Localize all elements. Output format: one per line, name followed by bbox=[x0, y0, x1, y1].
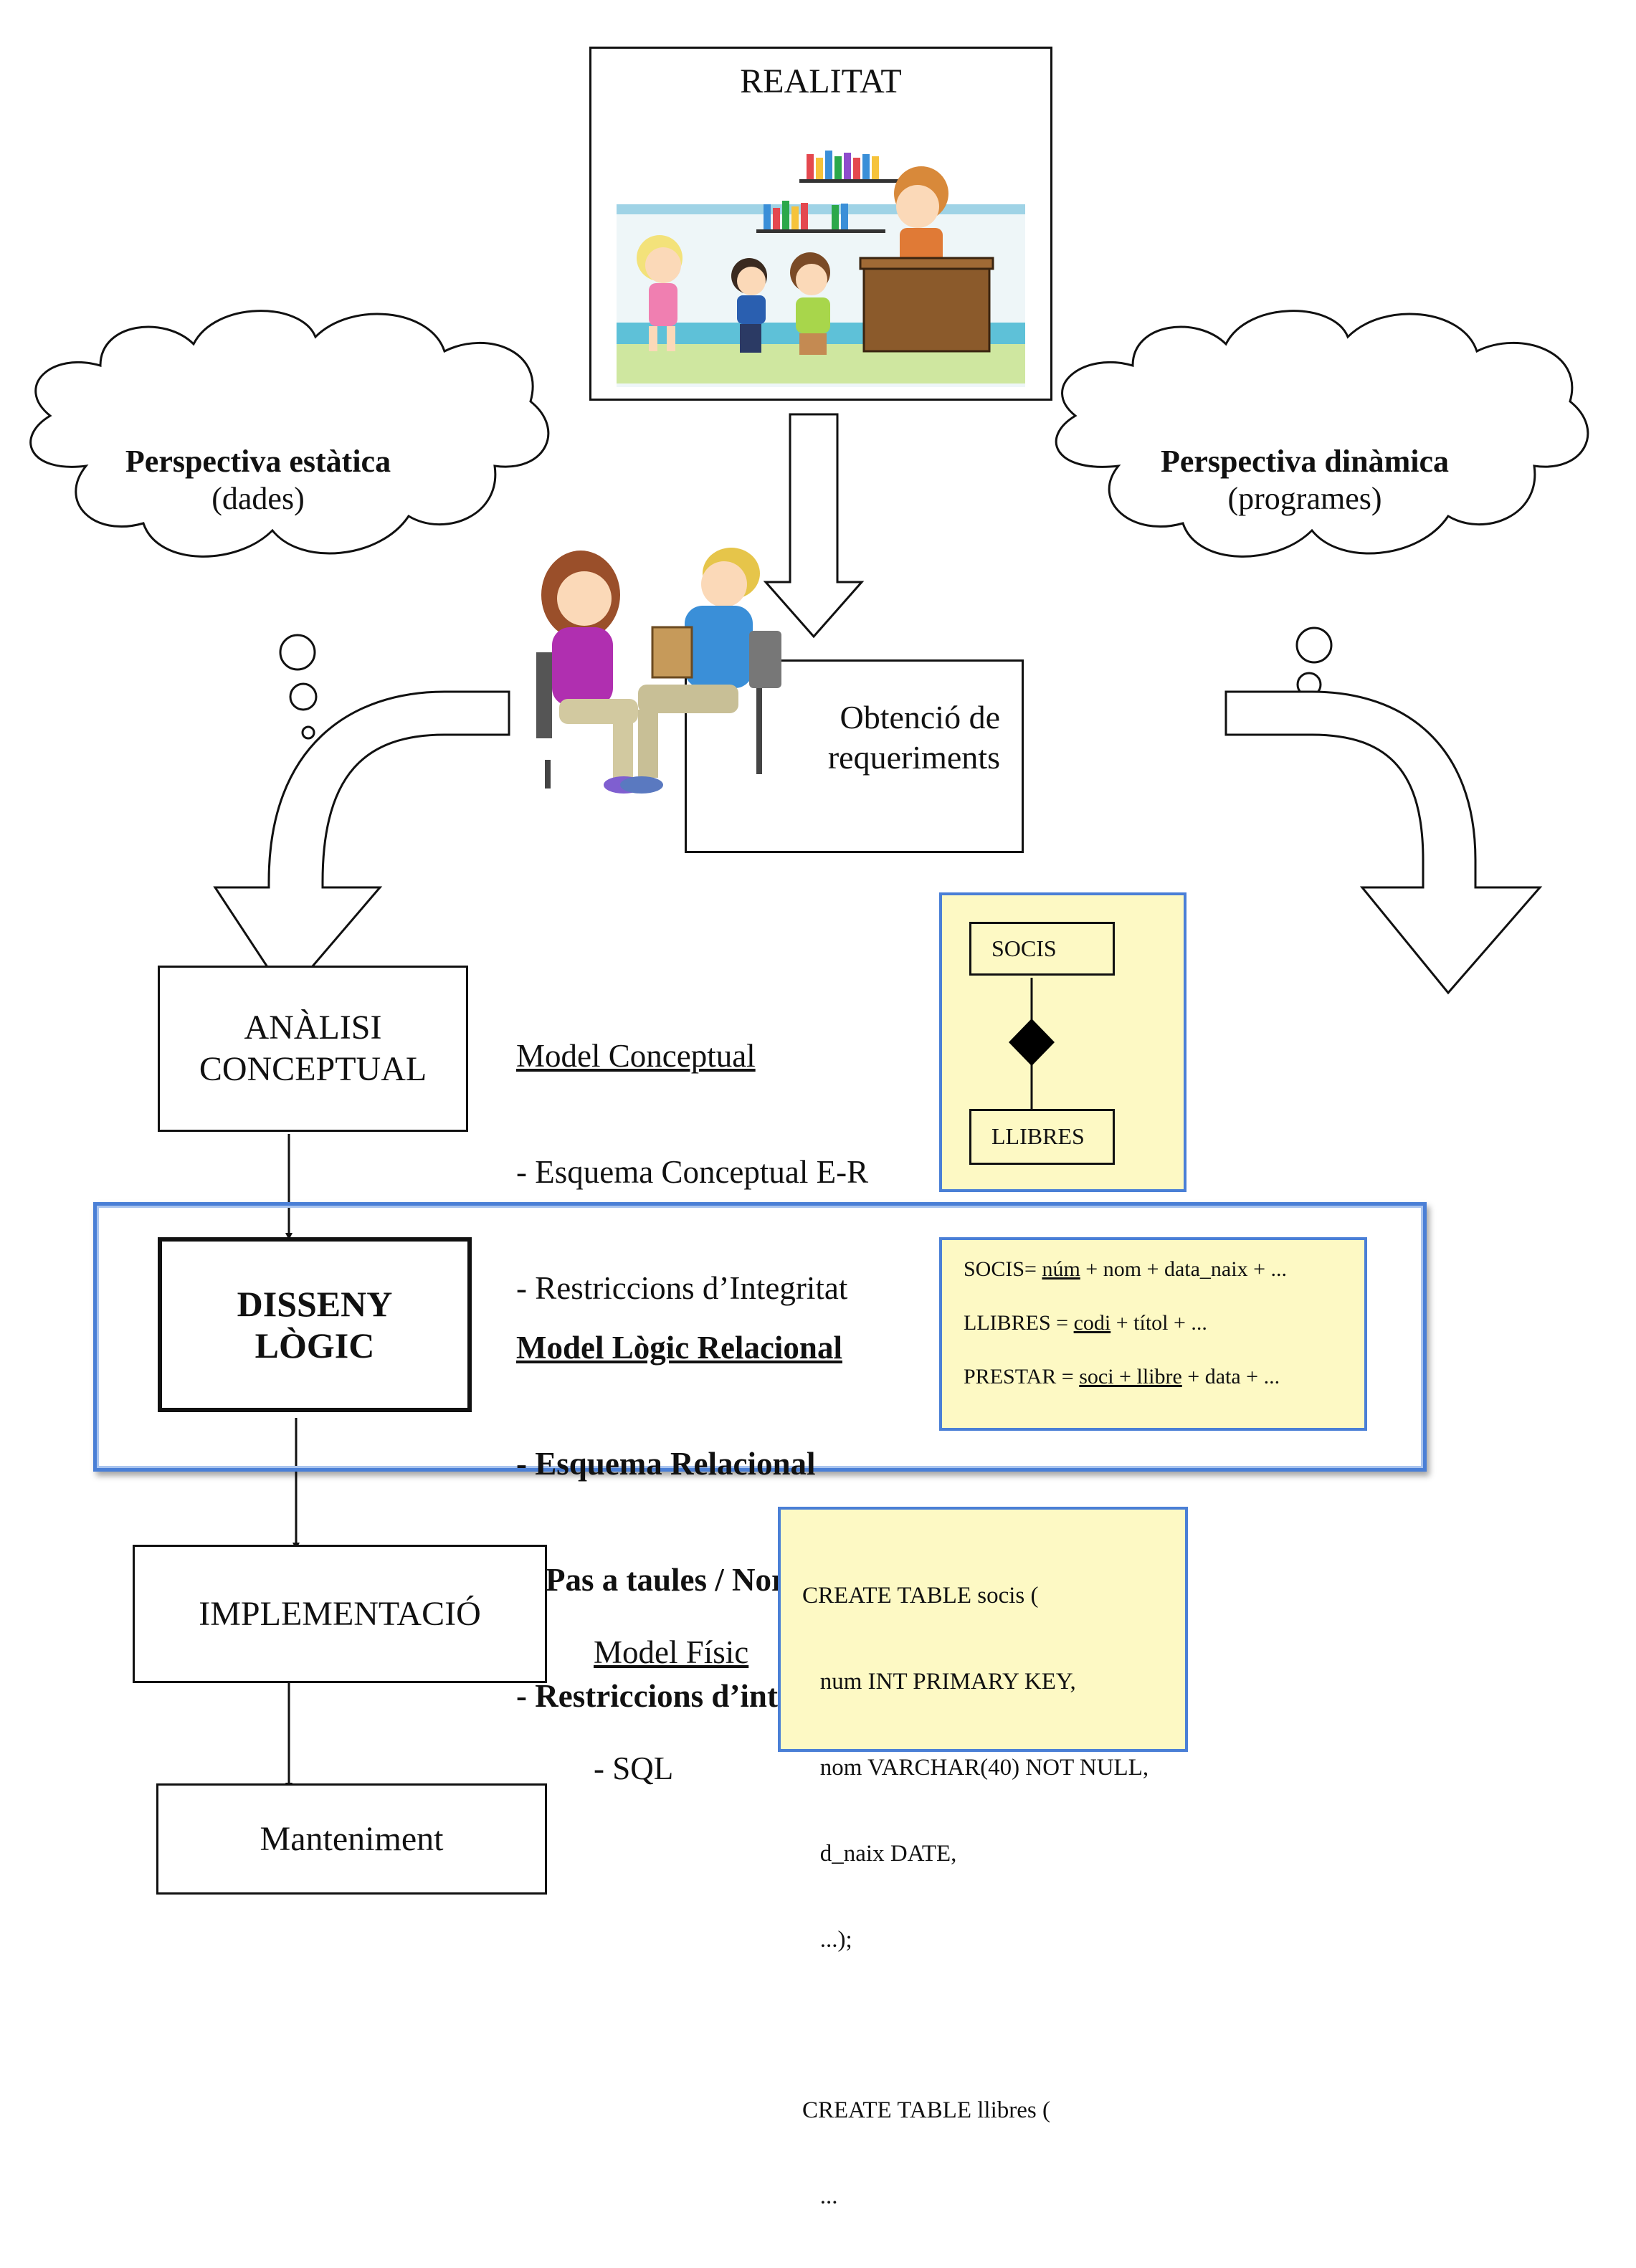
reality-box: REALITAT bbox=[589, 47, 1052, 401]
physical-model-title: Model Físic bbox=[594, 1634, 749, 1670]
down-arrow-requirements bbox=[763, 413, 865, 639]
sql-line-7: ... bbox=[802, 2183, 838, 2209]
schema-row-prestar: PRESTAR = soci + llibre + data + ... bbox=[964, 1365, 1280, 1388]
dynamic-perspective-label: Perspectiva dinàmica bbox=[1160, 444, 1450, 479]
cloud-left-text: Perspectiva estàtica (dades) bbox=[57, 443, 459, 518]
entity-llibres: LLIBRES bbox=[969, 1109, 1115, 1165]
entity-socis-label: SOCIS bbox=[991, 935, 1057, 961]
requirements-line2: requeriments bbox=[827, 739, 1000, 776]
static-perspective-sub: (dades) bbox=[211, 481, 305, 516]
relational-schema-panel: SOCIS= núm + nom + data_naix + ... LLIBR… bbox=[939, 1237, 1367, 1431]
analysis-stage-box: ANÀLISI CONCEPTUAL bbox=[158, 966, 468, 1132]
sql-line-2: num INT PRIMARY KEY, bbox=[802, 1669, 1076, 1695]
man-figure bbox=[620, 548, 781, 794]
curved-arrow-left bbox=[213, 690, 510, 999]
sql-panel: CREATE TABLE socis ( num INT PRIMARY KEY… bbox=[778, 1507, 1188, 2209]
sql-line-3: nom VARCHAR(40) NOT NULL, bbox=[802, 1755, 1149, 1781]
conceptual-item-2: - Restriccions d’Integritat bbox=[516, 1270, 848, 1306]
sql-line-5: ...); bbox=[802, 1927, 852, 1953]
requirements-box: Obtenció de requeriments bbox=[685, 659, 1024, 853]
logical-design-highlight bbox=[93, 1202, 1427, 1472]
implementation-label: IMPLEMENTACIÓ bbox=[199, 1594, 481, 1633]
schema-row-llibres: LLIBRES = codi + títol + ... bbox=[964, 1311, 1207, 1335]
logical-model-note: Model Lògic Relacional - Esquema Relacio… bbox=[516, 1251, 938, 1754]
diagram-connectors bbox=[29, 310, 1589, 1790]
analysis-line1: ANÀLISI bbox=[244, 1009, 382, 1047]
dynamic-perspective-sub: (programes) bbox=[1227, 481, 1382, 516]
library-scene-illustration bbox=[617, 129, 1025, 394]
logical-stage-box: DISSENY LÒGIC bbox=[158, 1237, 472, 1412]
sql-line-6: CREATE TABLE llibres ( bbox=[802, 2097, 1050, 2123]
er-diagram-panel: SOCIS LLIBRES bbox=[939, 892, 1186, 1192]
thought-cloud-left bbox=[29, 310, 550, 740]
physical-item-1: - SQL bbox=[594, 1750, 674, 1786]
logical-model-title: Model Lògic Relacional bbox=[516, 1330, 842, 1366]
logical-line2: LÒGIC bbox=[255, 1325, 375, 1366]
schema-row-socis: SOCIS= núm + nom + data_naix + ... bbox=[964, 1257, 1288, 1281]
librarian bbox=[894, 166, 948, 264]
entity-socis: SOCIS bbox=[969, 922, 1115, 976]
sql-code: CREATE TABLE socis ( num INT PRIMARY KEY… bbox=[802, 1524, 1148, 2268]
maintenance-stage-box: Manteniment bbox=[156, 1783, 547, 1895]
logical-item-1: - Esquema Relacional bbox=[516, 1446, 816, 1482]
logical-line1: DISSENY bbox=[237, 1284, 393, 1324]
conceptual-item-1: - Esquema Conceptual E-R bbox=[516, 1154, 869, 1190]
requirements-line1: Obtenció de bbox=[840, 699, 1000, 735]
analysis-line2: CONCEPTUAL bbox=[199, 1050, 427, 1088]
conceptual-model-note: Model Conceptual - Esquema Conceptual E-… bbox=[516, 959, 868, 1346]
reality-title: REALITAT bbox=[740, 62, 902, 100]
interview-illustration bbox=[536, 548, 781, 794]
woman-figure bbox=[536, 551, 644, 794]
bookshelf bbox=[756, 151, 928, 233]
entity-llibres-label: LLIBRES bbox=[991, 1123, 1085, 1149]
children bbox=[637, 235, 830, 355]
conceptual-model-title: Model Conceptual bbox=[516, 1038, 756, 1074]
cloud-right-text: Perspectiva dinàmica (programes) bbox=[1104, 443, 1506, 518]
relationship-diamond bbox=[1009, 1019, 1055, 1066]
maintenance-label: Manteniment bbox=[260, 1819, 444, 1858]
sql-line-1: CREATE TABLE socis ( bbox=[802, 1583, 1039, 1609]
er-relationship-lines bbox=[1009, 978, 1055, 1109]
implementation-stage-box: IMPLEMENTACIÓ bbox=[133, 1545, 547, 1683]
desk bbox=[859, 257, 994, 353]
sql-line-4: d_naix DATE, bbox=[802, 1841, 957, 1867]
curved-arrow-right bbox=[1224, 690, 1543, 995]
static-perspective-label: Perspectiva estàtica bbox=[125, 444, 391, 479]
physical-model-note: Model Físic - SQL bbox=[594, 1555, 748, 1826]
